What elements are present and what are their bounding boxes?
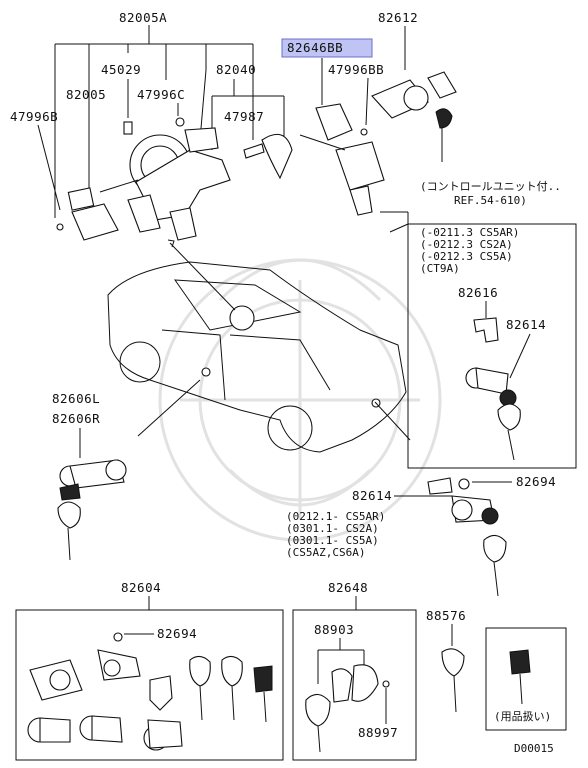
range2-line2: (0301.1- CS2A): [286, 522, 379, 535]
label-45029[interactable]: 45029: [101, 62, 141, 77]
arrow-to-door-lock: [137, 379, 201, 437]
trunk-cylinder-drawing: [427, 477, 507, 597]
label-88903[interactable]: 88903: [314, 622, 354, 637]
range-box-line1: (-0211.3 CS5AR): [420, 226, 519, 239]
label-47996B[interactable]: 47996B: [10, 109, 58, 124]
note-control-unit-line1: (コントロールユニット付..: [420, 180, 561, 193]
label-88576[interactable]: 88576: [426, 608, 466, 623]
label-82005A[interactable]: 82005A: [119, 10, 167, 25]
label-47987[interactable]: 47987: [224, 109, 264, 124]
label-82694-box[interactable]: 82694: [157, 626, 197, 641]
label-82606R[interactable]: 82606R: [52, 411, 100, 426]
label-88997[interactable]: 88997: [358, 725, 398, 740]
label-47996C[interactable]: 47996C: [137, 87, 185, 102]
label-82614-box[interactable]: 82614: [506, 317, 546, 332]
label-82646BB[interactable]: 82646BB: [287, 40, 343, 55]
key-set-drawing: [27, 632, 273, 751]
label-47996BB[interactable]: 47996BB: [328, 62, 384, 77]
tailgate-cylinder-drawing: [465, 317, 521, 461]
label-82604[interactable]: 82604: [121, 580, 161, 595]
steering-lock-drawing: [371, 71, 457, 162]
label-82694-top[interactable]: 82694: [516, 474, 556, 489]
label-82648[interactable]: 82648: [328, 580, 368, 595]
range2-line4: (CS5AZ,CS6A): [286, 546, 365, 559]
range2-line1: (0212.1- CS5AR): [286, 510, 385, 523]
label-82040[interactable]: 82040: [216, 62, 256, 77]
accessory-box: [485, 627, 567, 731]
range2-line3: (0301.1- CS5A): [286, 534, 379, 547]
arrow-to-trunk-lock: [374, 401, 411, 441]
accessory-key-drawing: [509, 649, 531, 705]
door-cylinder-drawing: [57, 459, 127, 561]
label-82612[interactable]: 82612: [378, 10, 418, 25]
label-82616[interactable]: 82616: [458, 285, 498, 300]
diagram-code: D00015: [514, 742, 554, 755]
key-transmitter-drawing: [305, 664, 390, 753]
label-82614[interactable]: 82614: [352, 488, 392, 503]
label-82005[interactable]: 82005: [66, 87, 106, 102]
note-control-unit-line2: REF.54-610): [454, 194, 527, 207]
watermark: [158, 258, 442, 542]
ignition-switch-drawing: [56, 117, 293, 241]
car-outline-drawing: [107, 261, 407, 453]
range-box-line2: (-0212.3 CS2A): [420, 238, 513, 251]
label-82606L[interactable]: 82606L: [52, 391, 100, 406]
blank-key-drawing: [441, 648, 465, 713]
range-box-line3: (-0212.3 CS5A): [420, 250, 513, 263]
range-box-line4: (CT9A): [420, 262, 460, 275]
accessory-note: (用品扱い): [494, 709, 551, 723]
control-unit-drawing: [315, 103, 385, 216]
arrow-to-ignition: [167, 239, 236, 311]
highlight-box-82646BB: [281, 38, 373, 58]
